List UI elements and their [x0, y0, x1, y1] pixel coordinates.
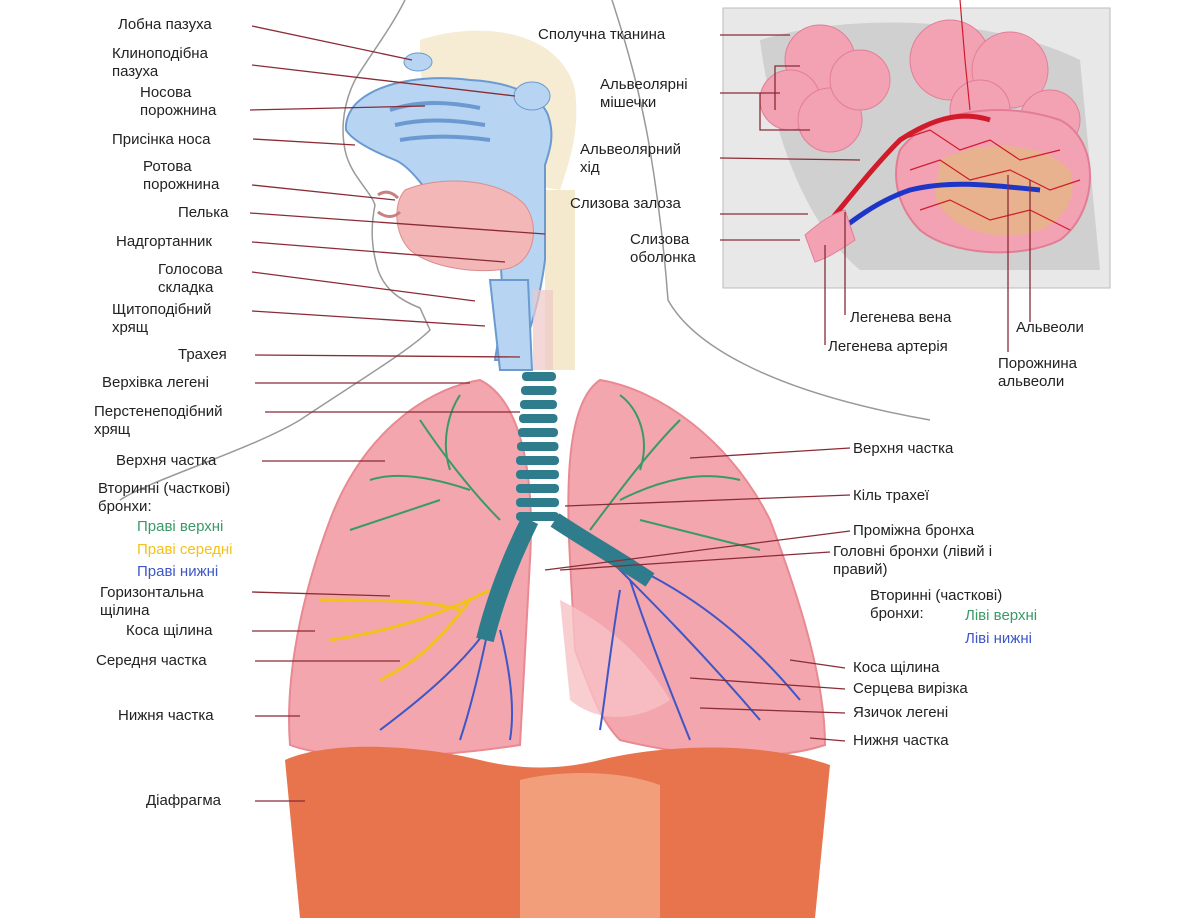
trachea-ring — [518, 428, 558, 437]
label-mucous-membrane: Слизова оболонка — [630, 231, 696, 266]
label-lingula: Язичок легені — [853, 704, 949, 721]
label-oblique-fissure-right: Коса щілина — [126, 622, 213, 639]
label-thyroid-cartilage: Щитоподібний хрящ — [112, 301, 212, 336]
esophagus — [533, 290, 553, 370]
frontal-sinus — [403, 52, 433, 72]
sphenoid-sinus — [513, 81, 551, 111]
label-middle-lobe: Середня частка — [96, 652, 207, 669]
left-main-bronchus — [550, 513, 655, 587]
label-oblique-fissure-left: Коса щілина — [853, 659, 940, 676]
label-upper-lobe-left: Верхня частка — [853, 440, 954, 457]
label-pharynx: Пелька — [178, 204, 229, 221]
label-carina: Кіль трахеї — [853, 487, 930, 504]
left-upper-bronchi — [589, 394, 761, 551]
lips — [377, 190, 402, 218]
label-intermediate-bronchus: Проміжна бронха — [853, 522, 975, 539]
label-upper-lobe-right: Верхня частка — [116, 452, 217, 469]
label-horizontal-fissure: Горизонтальна щілина — [100, 584, 204, 619]
label-secondary-bronchi-left: Вторинні (часткові) бронхи: — [870, 587, 1003, 622]
label-trachea: Трахея — [178, 346, 227, 363]
label-lung-apex: Верхівка легені — [102, 374, 209, 391]
cardiac-notch — [560, 600, 670, 717]
label-frontal-sinus: Лобна пазуха — [118, 16, 212, 33]
legend-right-lower: Праві нижні — [137, 563, 219, 580]
right-upper-bronchi — [349, 394, 501, 531]
legend-right-middle: Праві середні — [137, 541, 233, 558]
larynx — [488, 279, 534, 371]
alveolar-cavity — [935, 146, 1073, 236]
label-cricoid-cartilage: Перстенеподібний хрящ — [94, 403, 223, 438]
label-main-bronchi: Головні бронхи (лівий і правий) — [833, 543, 993, 578]
legend-right-upper: Праві верхні — [137, 518, 224, 535]
label-alveolar-cavity: Порожнина альвеоли — [998, 355, 1077, 390]
trachea-ring — [516, 456, 559, 465]
right-middle-bronchi — [319, 588, 491, 682]
label-secondary-bronchi-right: Вторинні (часткові) бронхи: — [98, 480, 231, 515]
label-alveolar-sacs: Альвеолярні мішечки — [600, 76, 688, 111]
capillary-network — [899, 0, 1081, 231]
right-lung — [288, 378, 532, 758]
label-sphenoid-sinus: Клиноподібна пазуха — [112, 45, 208, 80]
label-oral-cavity: Ротова порожнина — [143, 158, 220, 193]
trachea-ring — [520, 400, 557, 409]
left-lower-bronchi — [599, 559, 801, 741]
trachea-ring — [521, 386, 557, 395]
label-lower-lobe-right: Нижня частка — [118, 707, 214, 724]
leader-lines — [249, 25, 1031, 802]
nasal-conchae — [389, 101, 491, 142]
label-vocal-fold: Голосова складка — [158, 261, 223, 296]
label-nasal-cavity: Носова порожнина — [140, 84, 217, 119]
label-pulmonary-vein: Легенева вена — [850, 309, 952, 326]
label-mucous-gland: Слизова залоза — [570, 195, 681, 212]
label-pulmonary-artery: Легенева артерія — [828, 338, 948, 355]
label-alveoli: Альвеоли — [1016, 319, 1084, 336]
head-outline — [119, 0, 431, 501]
label-connective-tissue: Сполучна тканина — [538, 26, 666, 43]
label-nasal-vestibule: Присінка носа — [112, 131, 211, 148]
label-epiglottis: Надгортанник — [116, 233, 212, 250]
bronchiole-tube — [804, 209, 856, 263]
label-lower-lobe-left: Нижня частка — [853, 732, 949, 749]
right-main-bronchus — [476, 515, 539, 643]
label-alveolar-duct: Альвеолярний хід — [580, 141, 681, 176]
trachea-ring — [516, 470, 559, 479]
tongue — [396, 180, 534, 272]
trachea-rings — [516, 372, 559, 521]
diaphragm-center — [520, 773, 660, 918]
trachea-ring — [517, 442, 559, 451]
trachea-ring — [522, 372, 556, 381]
trachea-ring — [516, 484, 559, 493]
legend-left-lower: Ліві нижні — [965, 630, 1032, 647]
trachea-ring — [519, 414, 558, 423]
legend-left-upper: Ліві верхні — [965, 607, 1038, 624]
trachea-ring — [516, 498, 559, 507]
label-diaphragm: Діафрагма — [146, 792, 221, 809]
label-cardiac-notch: Серцева вирізка — [853, 680, 968, 697]
neck-back-outline — [611, 0, 931, 421]
